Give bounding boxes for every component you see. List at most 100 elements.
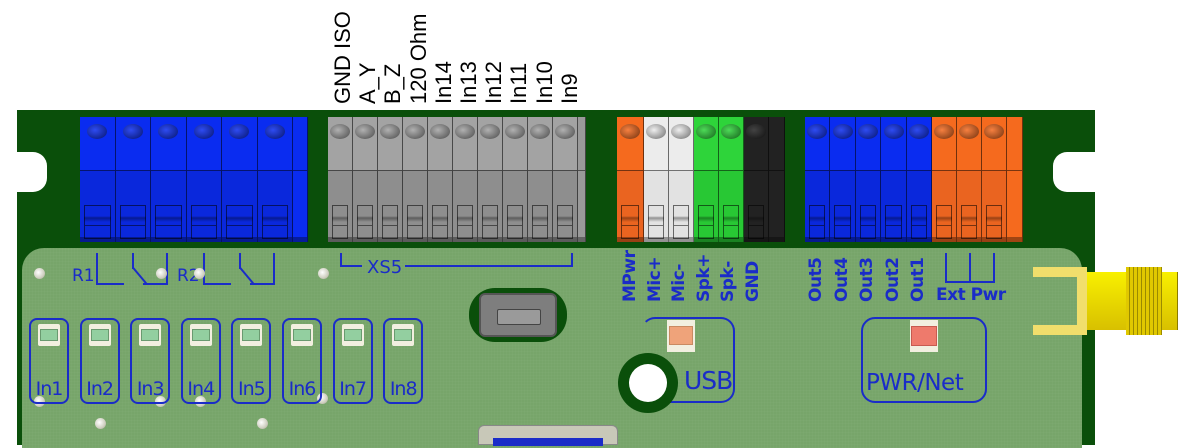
terminal-mid [669, 170, 693, 171]
terminal-hole [620, 124, 640, 139]
terminal-foot [957, 237, 982, 242]
output-power-terminal-block[interactable] [805, 117, 1023, 242]
terminal-mid [957, 170, 982, 171]
input-led-1: In1 [29, 318, 69, 404]
terminal-lever [407, 205, 423, 239]
terminal-lever [84, 205, 111, 239]
terminal-pin[interactable] [805, 117, 831, 242]
terminal-foot [830, 237, 855, 242]
mini-usb-connector[interactable] [469, 288, 567, 342]
terminal-pin[interactable] [151, 117, 187, 242]
terminal-hole [671, 124, 691, 139]
via [257, 418, 268, 429]
terminal-mid [932, 170, 957, 171]
terminal-mid [115, 170, 150, 171]
via [156, 268, 167, 279]
ext-pwr-bracket-mid [969, 253, 971, 283]
terminal-lever [382, 205, 398, 239]
terminal-foot [257, 237, 292, 242]
terminal-pin[interactable] [528, 117, 553, 242]
terminal-pin[interactable] [830, 117, 856, 242]
input-led-8: In8 [383, 318, 424, 404]
terminal-pin[interactable] [644, 117, 669, 242]
input-led [88, 324, 111, 346]
terminal-pin[interactable] [855, 117, 882, 242]
via [34, 268, 45, 279]
terminal-pin[interactable] [186, 117, 222, 242]
relay-terminal-block[interactable] [80, 117, 308, 242]
terminal-pin[interactable] [719, 117, 744, 242]
terminal-pin[interactable] [503, 117, 528, 242]
output-pin-label: Out2 [882, 257, 903, 302]
terminal-pin[interactable] [328, 117, 353, 242]
relay-symbol-line [239, 253, 241, 269]
terminal-hole [87, 124, 108, 139]
xs5-pin-label: In9 [556, 73, 582, 104]
terminal-pin[interactable] [353, 117, 378, 242]
terminal-mid [478, 170, 502, 171]
terminal-hole [832, 124, 853, 139]
xs5-pin-label: A_Y [355, 62, 381, 104]
terminal-pin[interactable] [982, 117, 1007, 242]
terminal-foot [80, 237, 115, 242]
terminal-pin[interactable] [744, 117, 769, 242]
xs5-bracket-line [340, 265, 362, 267]
terminal-foot [769, 237, 784, 242]
terminal-lever [834, 205, 851, 239]
terminal-pin[interactable] [617, 117, 644, 242]
input-label: In3 [136, 378, 165, 400]
terminal-pin[interactable] [957, 117, 983, 242]
sma-connector[interactable] [1033, 267, 1181, 335]
xs5-terminal-block[interactable] [328, 117, 586, 242]
terminal-mid [528, 170, 552, 171]
terminal-foot [293, 237, 307, 242]
terminal-hole [696, 124, 716, 139]
terminal-hole [984, 124, 1005, 139]
terminal-pin[interactable] [222, 117, 258, 242]
xs5-pin-label: In10 [531, 61, 557, 104]
terminal-lever [859, 205, 877, 239]
xs5-pin-label: In13 [456, 61, 481, 104]
input-led-lens [90, 329, 109, 341]
terminal-hole [480, 124, 500, 139]
terminal-foot [578, 237, 585, 242]
terminal-lever [119, 205, 146, 239]
terminal-pin[interactable] [694, 117, 719, 242]
terminal-pin[interactable] [669, 117, 694, 242]
terminal-end-cap [578, 117, 586, 242]
input-led [291, 324, 313, 346]
terminal-pin[interactable] [881, 117, 907, 242]
terminal-hole [405, 124, 425, 139]
terminal-pin[interactable] [906, 117, 933, 242]
terminal-pin[interactable] [478, 117, 503, 242]
usb-shell [479, 293, 557, 337]
input-label: In4 [187, 378, 215, 400]
terminal-pin[interactable] [453, 117, 478, 242]
terminal-foot [932, 237, 957, 242]
terminal-mid [293, 170, 307, 171]
terminal-foot [528, 237, 552, 242]
terminal-pin[interactable] [378, 117, 403, 242]
via [155, 396, 166, 407]
terminal-hole [883, 124, 904, 139]
xs5-pin-label: In12 [481, 61, 507, 104]
xs5-bracket-left [340, 253, 342, 267]
terminal-pin[interactable] [403, 117, 428, 242]
terminal-pin[interactable] [257, 117, 293, 242]
terminal-foot [617, 237, 643, 242]
audio-terminal-block[interactable] [617, 117, 785, 242]
terminal-pin[interactable] [428, 117, 453, 242]
terminal-lever [809, 205, 826, 239]
terminal-pin[interactable] [553, 117, 578, 242]
terminal-hole [505, 124, 525, 139]
terminal-end-cap [769, 117, 785, 242]
terminal-foot [644, 237, 668, 242]
input-label: In6 [288, 378, 317, 400]
xs5-pin-label: In14 [430, 61, 456, 104]
terminal-pin[interactable] [80, 117, 116, 242]
terminal-mid [403, 170, 427, 171]
terminal-lever [648, 205, 664, 239]
terminal-lever [748, 205, 764, 239]
terminal-pin[interactable] [932, 117, 958, 242]
terminal-pin[interactable] [115, 117, 151, 242]
